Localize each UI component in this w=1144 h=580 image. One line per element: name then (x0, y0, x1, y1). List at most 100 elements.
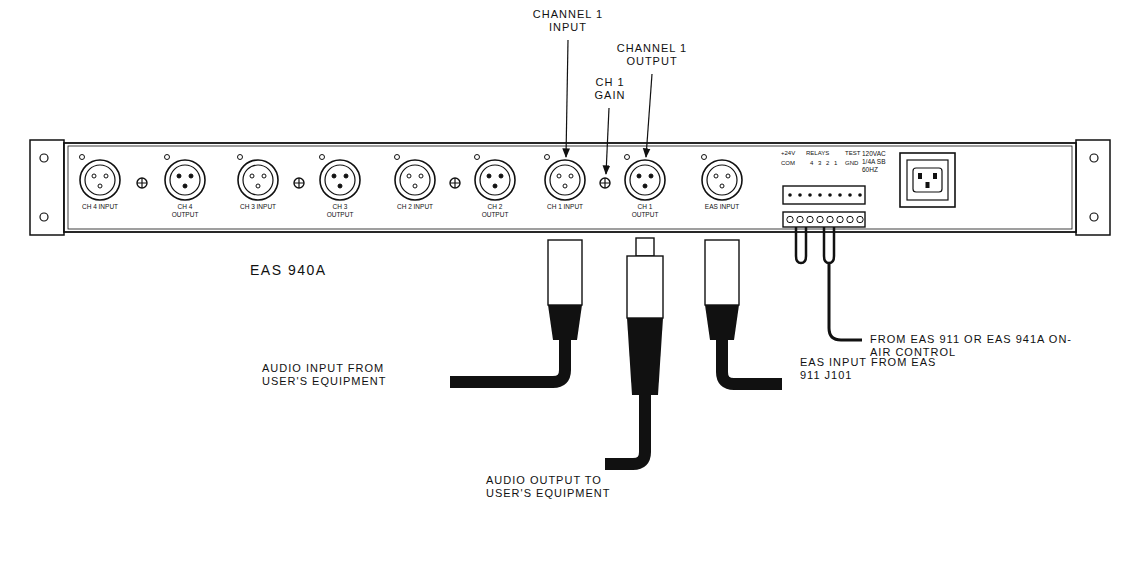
xlr-pin (499, 174, 503, 178)
cable (722, 338, 782, 384)
xlr-connector (395, 160, 435, 200)
panel-inner (68, 146, 1072, 229)
gain-trim (294, 178, 304, 188)
cable-note: AUDIO OUTPUT TO USER'S EQUIPMENT (486, 474, 626, 500)
callout-label: CHANNEL 1 INPUT (518, 8, 618, 34)
xlr-pin (413, 184, 417, 188)
xlr-insert (630, 165, 660, 195)
xlr-insert (550, 165, 580, 195)
callout-arrow (566, 40, 568, 157)
connector-label: CH 1 OUTPUT (625, 203, 665, 219)
latch-screw (238, 155, 243, 160)
xlr-pin (493, 184, 497, 188)
gain-trim-cross (450, 178, 460, 188)
terminal-number: 4 (810, 160, 816, 167)
terminal-number: 1 (834, 160, 840, 167)
terminal-label: COM (781, 160, 805, 167)
plug-body (705, 240, 739, 305)
xlr-pin (177, 174, 181, 178)
plug-boot (705, 305, 739, 340)
power-pin (926, 182, 930, 188)
connector-label: CH 3 OUTPUT (320, 203, 360, 219)
latch-screw (475, 155, 480, 160)
gain-trim (600, 178, 610, 188)
plug-body (627, 256, 663, 318)
terminal-hole (798, 193, 802, 197)
xlr-connector (702, 160, 742, 200)
xlr-pin (569, 174, 573, 178)
cable-note: FROM EAS 911 OR EAS 941A ON-AIR CONTROL (870, 333, 1080, 359)
xlr-insert (325, 165, 355, 195)
xlr-connector (625, 160, 665, 200)
gain-trim (137, 178, 147, 188)
rack-ear (1076, 140, 1110, 235)
terminal-number: 2 (826, 160, 832, 167)
xlr-pin (419, 174, 423, 178)
xlr-pin (98, 184, 102, 188)
terminal-screw (787, 216, 793, 222)
terminal-screw (837, 216, 843, 222)
xlr-insert (400, 165, 430, 195)
xlr-insert (85, 165, 115, 195)
cable (450, 338, 565, 382)
xlr-pin (637, 174, 641, 178)
terminal-hole (858, 193, 862, 197)
xlr-pin (720, 184, 724, 188)
callout-arrow (646, 74, 652, 157)
terminal-plug (783, 212, 865, 227)
terminal-label: RELAYS (806, 150, 840, 157)
latch-screw (545, 155, 550, 160)
callout-label: CHANNEL 1 OUTPUT (602, 42, 702, 68)
terminal-hole (808, 193, 812, 197)
plug-body (636, 238, 654, 256)
connector-label: EAS INPUT (702, 203, 742, 211)
power-rating: 1/4A SB (862, 158, 898, 166)
terminal-label: +24V (781, 150, 805, 157)
latch-screw (702, 155, 707, 160)
latch-screw (320, 155, 325, 160)
terminal-hole (788, 193, 792, 197)
connector-label: CH 3 INPUT (238, 203, 278, 211)
latch-screw (165, 155, 170, 160)
xlr-pin (332, 174, 336, 178)
xlr-pin (189, 174, 193, 178)
terminal-number: 3 (818, 160, 824, 167)
mounting-hole (1090, 213, 1098, 221)
xlr-pin (643, 184, 647, 188)
connector-label: CH 4 INPUT (80, 203, 120, 211)
panel-body (64, 143, 1076, 232)
xlr-pin (487, 174, 491, 178)
terminal-hole (828, 193, 832, 197)
connector-label: CH 2 INPUT (395, 203, 435, 211)
xlr-pin (183, 184, 187, 188)
cable-note: AUDIO INPUT FROM USER'S EQUIPMENT (262, 362, 402, 388)
cable (829, 263, 862, 340)
terminal-screw (817, 216, 823, 222)
xlr-pin (344, 174, 348, 178)
xlr-insert (170, 165, 200, 195)
connector-label: CH 2 OUTPUT (475, 203, 515, 219)
plug-boot (627, 318, 663, 395)
xlr-pin (726, 174, 730, 178)
xlr-pin (338, 184, 342, 188)
latch-screw (395, 155, 400, 160)
xlr-connector (545, 160, 585, 200)
latch-screw (80, 155, 85, 160)
xlr-connector (320, 160, 360, 200)
xlr-pin (250, 174, 254, 178)
mounting-hole (40, 154, 48, 162)
cable-note: EAS INPUT FROM EAS 911 J101 (800, 356, 950, 382)
callout-arrow (606, 108, 609, 174)
xlr-pin (714, 174, 718, 178)
power-socket (913, 168, 942, 192)
gain-trim-cross (294, 178, 304, 188)
terminal-hole (818, 193, 822, 197)
xlr-connector (238, 160, 278, 200)
power-rating: 60HZ (862, 166, 898, 174)
xlr-connector (475, 160, 515, 200)
connector-label: CH 4 OUTPUT (165, 203, 205, 219)
xlr-pin (407, 174, 411, 178)
terminal-screw (807, 216, 813, 222)
xlr-pin (649, 174, 653, 178)
